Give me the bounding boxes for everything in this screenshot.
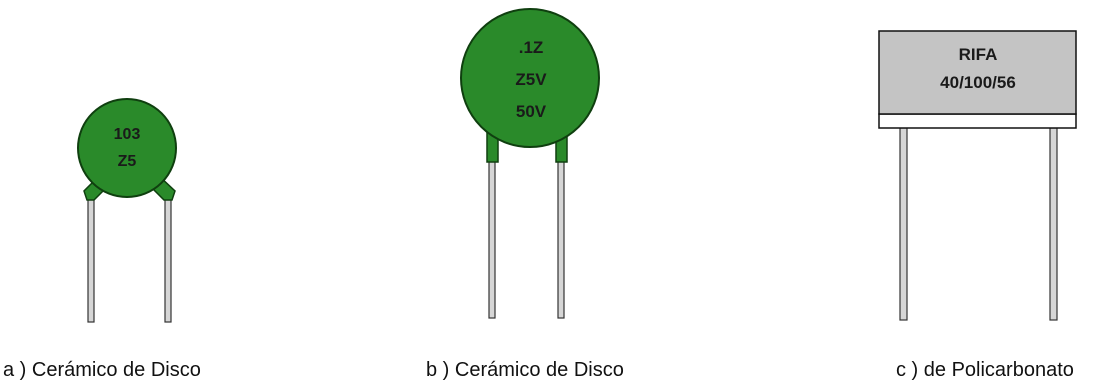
box-marking-line-2: 40/100/56 [940, 73, 1016, 92]
box-base [878, 113, 1077, 129]
lead-right [1049, 127, 1058, 321]
disc-marking-line-3: 50V [516, 102, 547, 121]
box-body [878, 30, 1077, 115]
disc-marking-line-2: Z5 [118, 153, 137, 170]
lead-left [87, 195, 95, 323]
caption-ceramic-disc-a: a ) Cerámico de Disco [3, 359, 201, 381]
caption-polycarbonate-c: c ) de Policarbonato [896, 359, 1074, 381]
polycarbonate-capacitor: RIFA 40/100/56 [878, 30, 1077, 321]
lead-left [488, 157, 496, 319]
lead-right [164, 195, 172, 323]
disc-marking-line-1: .1Z [519, 38, 544, 57]
lead-left [899, 127, 908, 321]
caption-ceramic-disc-b: b ) Cerámico de Disco [426, 359, 624, 381]
disc-body [77, 98, 177, 198]
ceramic-disc-small-capacitor: 103 Z5 [77, 98, 177, 323]
lead-right [557, 157, 565, 319]
disc-body [460, 8, 600, 148]
box-marking-line-1: RIFA [959, 45, 998, 64]
disc-marking-line-1: 103 [114, 126, 141, 143]
disc-marking-line-2: Z5V [515, 70, 547, 89]
ceramic-disc-large-capacitor: .1Z Z5V 50V [460, 8, 600, 319]
